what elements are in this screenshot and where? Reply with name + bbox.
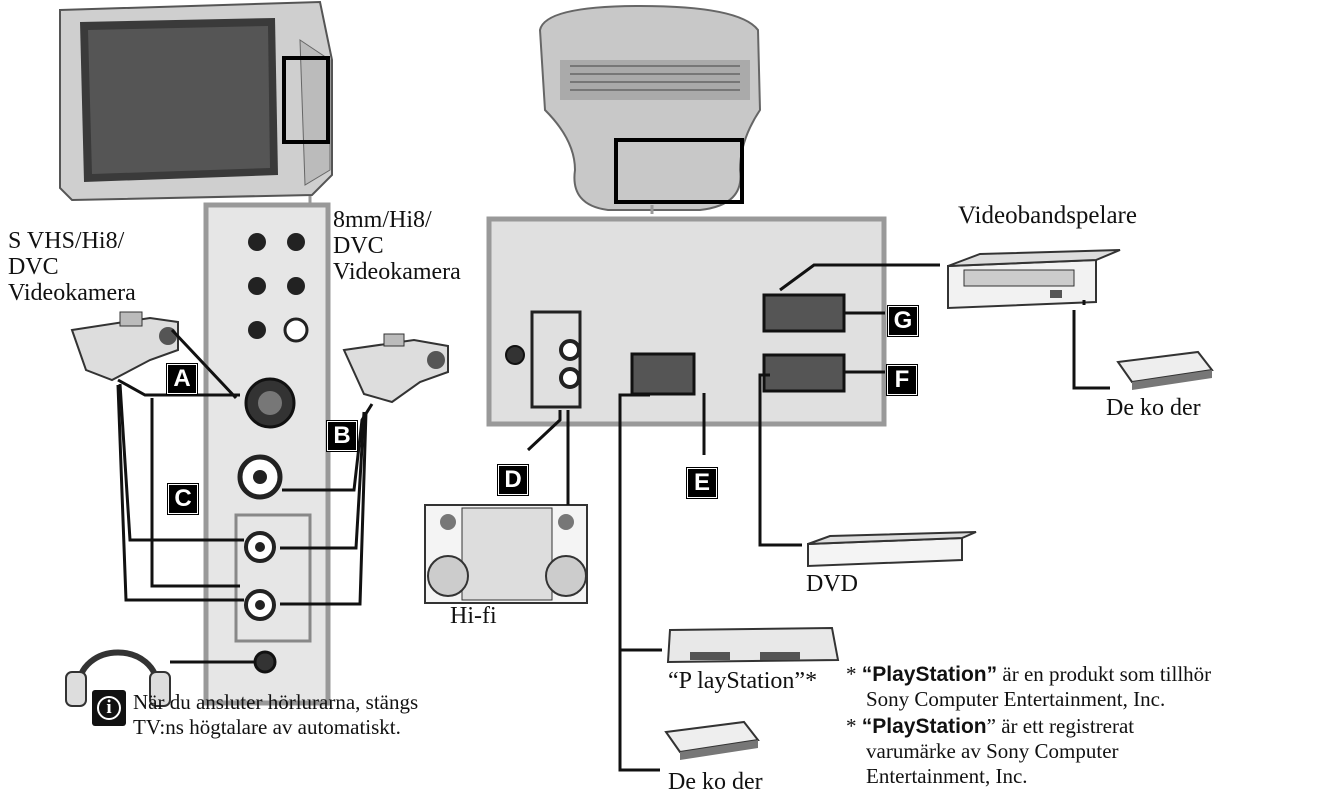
badge-g: G <box>887 305 919 337</box>
right-camera-label: 8mm/Hi8/ DVC Videokamera <box>333 207 461 285</box>
dvd-label: DVD <box>806 571 858 597</box>
decoder-bottom-label: De ko der <box>668 769 763 795</box>
decoder-top-illustration <box>1116 350 1214 390</box>
hifi-label: Hi-fi <box>450 603 497 629</box>
badge-e: E <box>686 467 718 499</box>
decoder-bottom-illustration <box>664 720 760 760</box>
footnote-2: * “PlayStation” är ett registrerat varum… <box>846 714 1135 788</box>
footnote-1: * “PlayStation” är en produkt som tillhö… <box>846 662 1212 711</box>
vcr-illustration <box>947 249 1121 310</box>
playstation-illustration <box>666 626 840 664</box>
front-panel <box>203 202 331 706</box>
right-camcorder-illustration <box>342 333 449 404</box>
vcr-label: Videobandspelare <box>958 202 1137 229</box>
badge-c: C <box>167 483 199 515</box>
left-camera-label: S VHS/Hi8/ DVC Videokamera <box>8 228 136 306</box>
footnote-2-brand: “PlayStation <box>861 715 987 738</box>
playstation-label: “P layStation”* <box>668 668 818 694</box>
badge-a: A <box>166 363 198 395</box>
badge-f: F <box>886 364 918 396</box>
dvd-illustration <box>807 531 977 568</box>
footnote-1-brand: “PlayStation” <box>861 663 998 686</box>
tv-rear-illustration <box>538 4 762 214</box>
headphones-illustration <box>65 649 171 707</box>
info-icon <box>92 690 126 726</box>
hifi-illustration <box>424 504 588 604</box>
front-cables <box>116 328 374 664</box>
tv-front-illustration <box>59 0 333 204</box>
rear-cables <box>526 263 1110 772</box>
badge-b: B <box>326 420 358 452</box>
info-glyph: i <box>106 697 112 718</box>
rear-panel <box>486 216 887 427</box>
decoder-top-label: De ko der <box>1106 395 1201 421</box>
left-camcorder-illustration <box>70 311 179 382</box>
info-note: När du ansluter hörlurarna, stängs TV:ns… <box>133 690 419 739</box>
badge-d: D <box>497 464 529 496</box>
